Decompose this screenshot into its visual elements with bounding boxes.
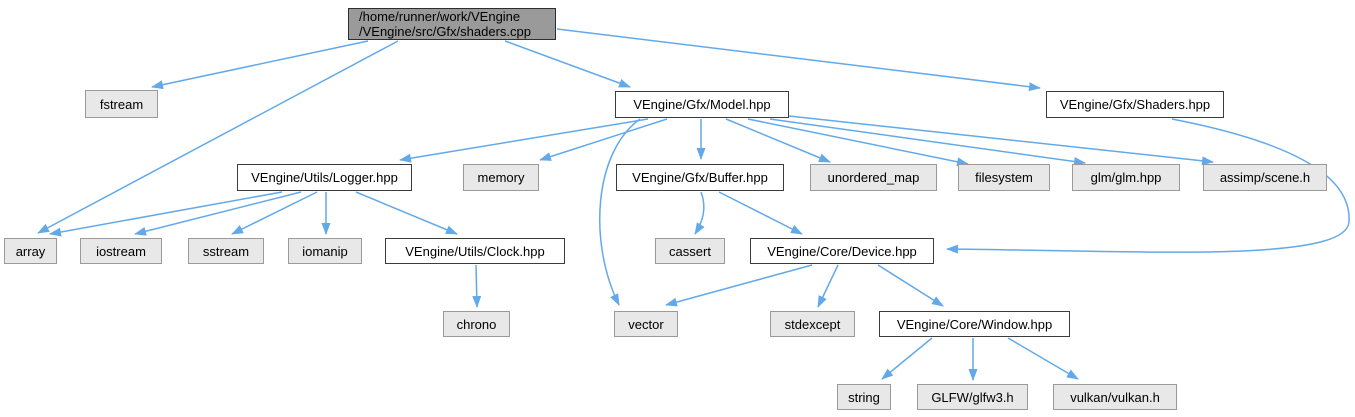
- edge-shaders-device: [946, 118, 1350, 254]
- edge-device-vector: [665, 264, 813, 307]
- edge-model-logger: [399, 118, 649, 163]
- node-unordered-map: unordered_map: [810, 164, 937, 191]
- edge-window-vulkan: [1007, 337, 1079, 380]
- edge-logger-iostream: [134, 191, 302, 236]
- edge-logger-clock: [355, 191, 458, 235]
- node-model-hpp[interactable]: VEngine/Gfx/Model.hpp: [615, 91, 789, 118]
- edge-model-vector: [599, 118, 641, 306]
- node-stdexcept: stdexcept: [770, 311, 855, 337]
- node-sstream: sstream: [188, 238, 264, 264]
- edge-root-shaders: [556, 28, 1041, 92]
- node-memory: memory: [463, 164, 539, 191]
- node-window-hpp[interactable]: VEngine/Core/Window.hpp: [879, 311, 1070, 337]
- node-chrono: chrono: [443, 311, 510, 337]
- edge-buffer-cassert: [694, 191, 705, 235]
- node-glfw3-h: GLFW/glfw3.h: [917, 384, 1028, 410]
- root-path-line2: /VEngine/src/Gfx/shaders.cpp: [359, 24, 531, 39]
- edge-root-model: [504, 40, 631, 88]
- root-path-line1: /home/runner/work/VEngine: [359, 9, 521, 24]
- node-buffer-hpp[interactable]: VEngine/Gfx/Buffer.hpp: [616, 164, 784, 191]
- node-filesystem: filesystem: [958, 164, 1050, 191]
- node-vulkan-h: vulkan/vulkan.h: [1053, 384, 1177, 410]
- edge-window-string: [881, 337, 933, 380]
- node-array: array: [4, 238, 57, 264]
- edge-root-array: [37, 40, 399, 234]
- edge-model-unordered-map: [725, 118, 831, 163]
- node-shaders-cpp-root: /home/runner/work/VEngine /VEngine/src/G…: [348, 8, 556, 40]
- edge-buffer-device: [718, 191, 803, 235]
- edge-logger-sstream: [231, 191, 318, 235]
- edge-model-assimp: [788, 115, 1214, 166]
- edge-model-glm: [769, 118, 1086, 166]
- edge-model-filesystem: [747, 118, 969, 167]
- edge-device-stdexcept: [817, 264, 839, 308]
- node-iostream: iostream: [80, 238, 162, 264]
- node-vector: vector: [614, 311, 678, 337]
- node-shaders-hpp[interactable]: VEngine/Gfx/Shaders.hpp: [1046, 91, 1224, 118]
- node-cassert: cassert: [655, 238, 725, 264]
- node-logger-hpp[interactable]: VEngine/Utils/Logger.hpp: [237, 164, 412, 191]
- node-iomanip: iomanip: [288, 238, 362, 264]
- node-assimp-scene-h: assimp/scene.h: [1203, 164, 1327, 191]
- node-glm-hpp: glm/glm.hpp: [1072, 164, 1180, 191]
- node-fstream: fstream: [85, 90, 158, 118]
- node-string: string: [837, 384, 891, 410]
- node-clock-hpp[interactable]: VEngine/Utils/Clock.hpp: [385, 238, 565, 264]
- edge-logger-array: [49, 191, 283, 237]
- edge-device-window: [877, 264, 944, 307]
- node-device-hpp[interactable]: VEngine/Core/Device.hpp: [750, 238, 934, 264]
- edge-root-fstream: [151, 40, 369, 90]
- edge-clock-chrono: [472, 264, 482, 308]
- edge-model-memory: [539, 118, 668, 161]
